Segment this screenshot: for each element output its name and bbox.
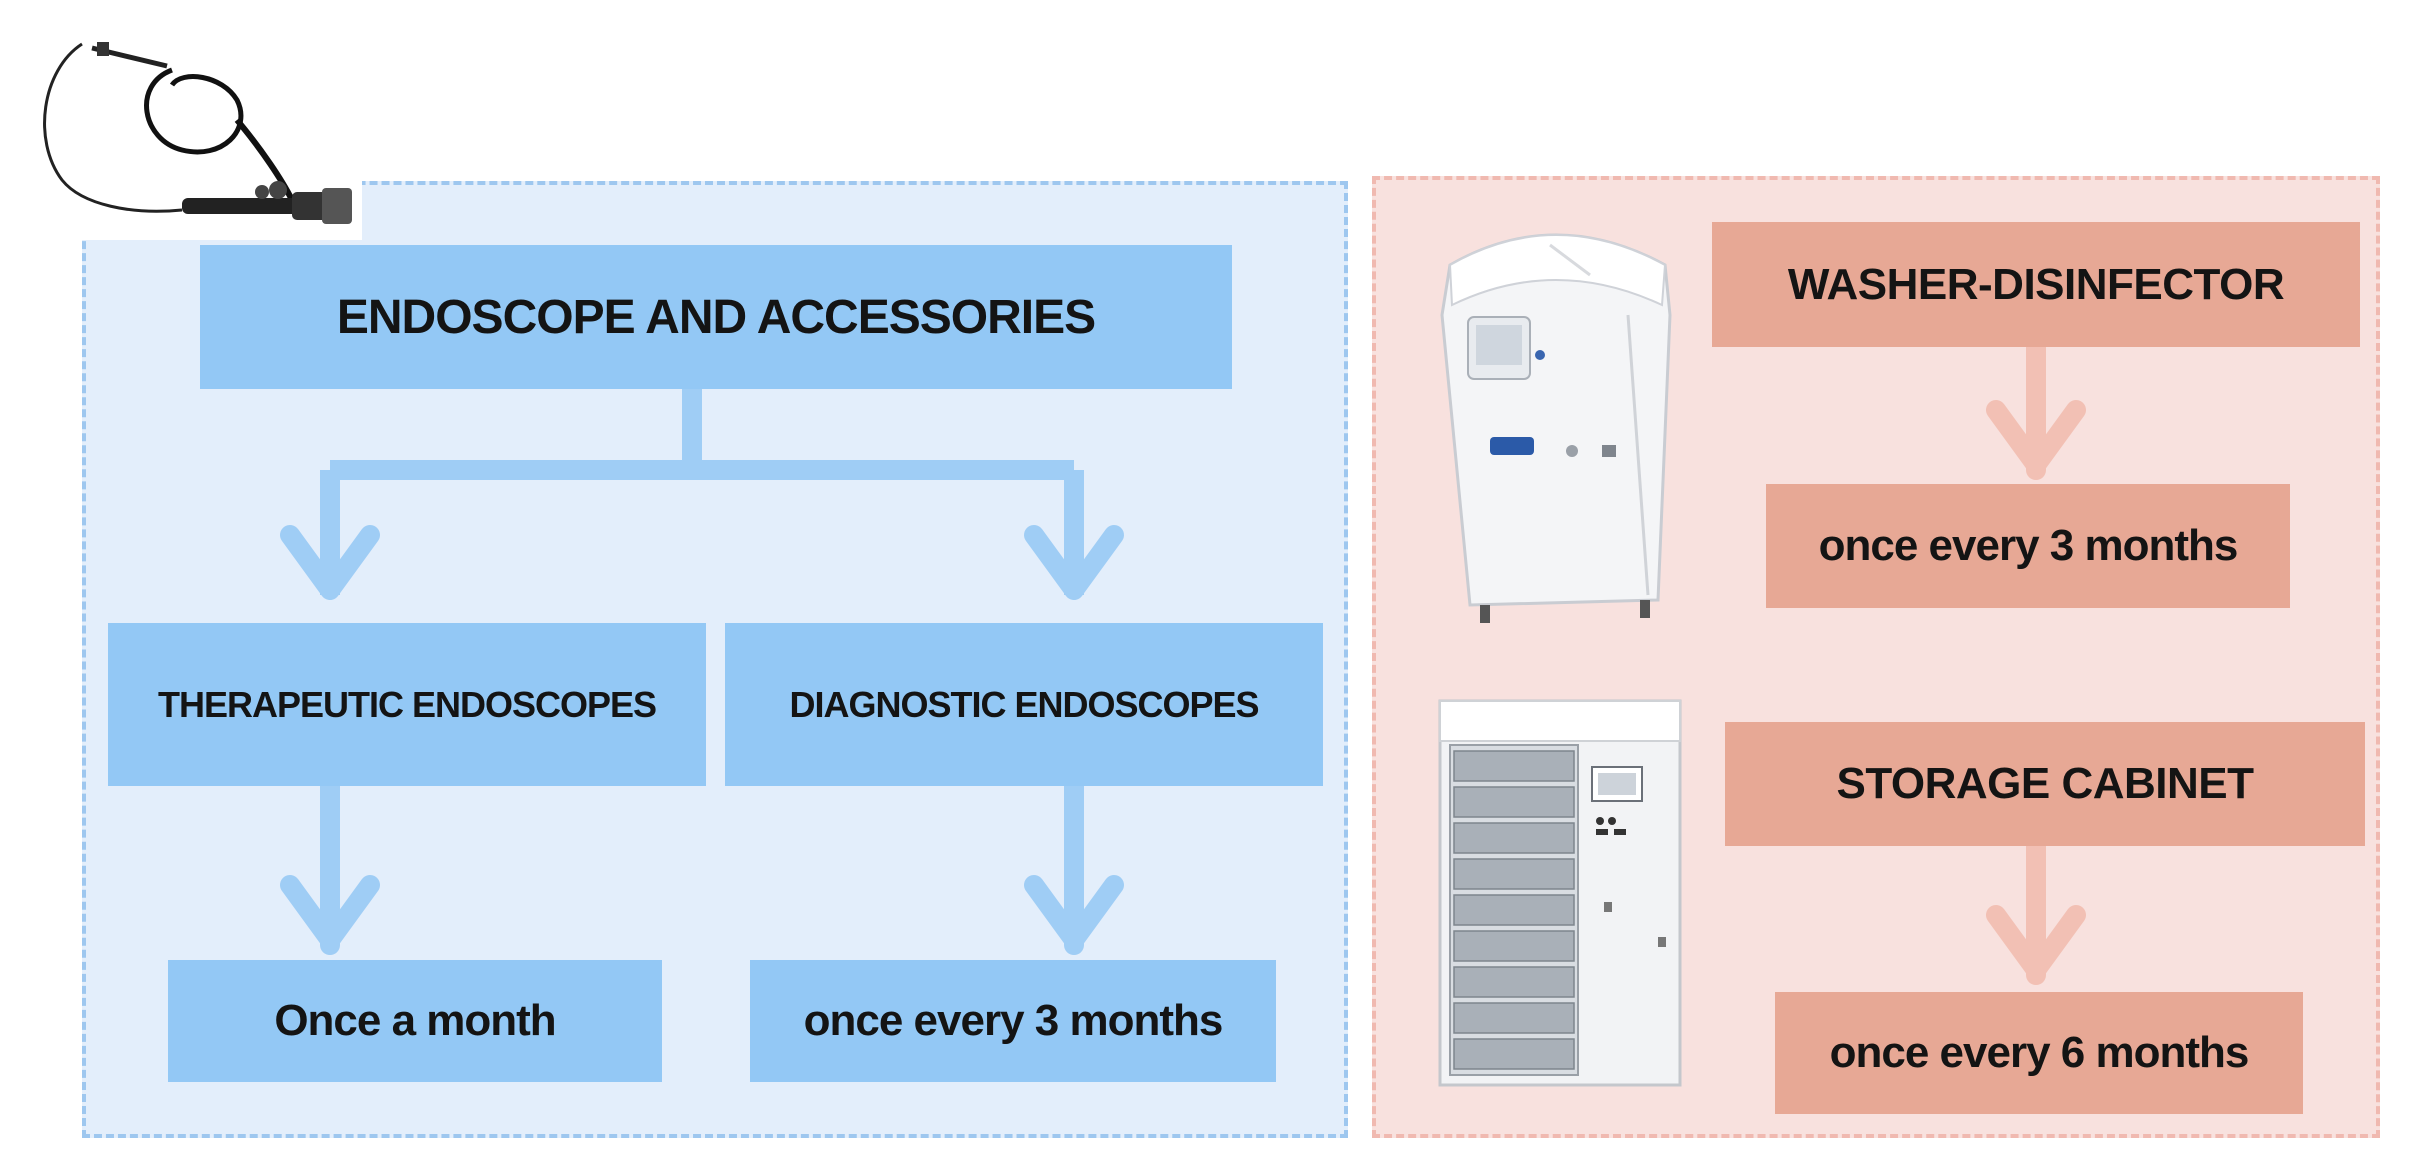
endoscope-icon — [22, 30, 362, 240]
storage-cabinet-icon — [1438, 699, 1682, 1087]
washer-frequency-label: once every 3 months — [1818, 521, 2239, 570]
washer-frequency-box: once every 3 months — [1766, 484, 2290, 608]
cabinet-frequency-box: once every 6 months — [1775, 992, 2303, 1114]
washer-disinfector-label: WASHER-DISINFECTOR — [1787, 259, 2285, 309]
therapeutic-endoscopes-box: THERAPEUTIC ENDOSCOPES — [108, 623, 706, 786]
storage-cabinet-box: STORAGE CABINET — [1725, 722, 2365, 846]
diagnostic-endoscopes-box: DIAGNOSTIC ENDOSCOPES — [725, 623, 1323, 786]
cabinet-frequency-label: once every 6 months — [1829, 1028, 2250, 1077]
diagnostic-endoscopes-label: DIAGNOSTIC ENDOSCOPES — [789, 683, 1259, 725]
therapeutic-frequency-box: Once a month — [168, 960, 662, 1082]
endoscope-accessories-label: ENDOSCOPE AND ACCESSORIES — [336, 290, 1096, 344]
endoscope-accessories-box: ENDOSCOPE AND ACCESSORIES — [200, 245, 1232, 389]
washer-disinfector-box: WASHER-DISINFECTOR — [1712, 222, 2360, 347]
diagnostic-frequency-box: once every 3 months — [750, 960, 1276, 1082]
storage-cabinet-label: STORAGE CABINET — [1836, 759, 2254, 808]
therapeutic-frequency-label: Once a month — [274, 996, 556, 1045]
diagnostic-frequency-label: once every 3 months — [803, 996, 1224, 1045]
washer-disinfector-icon — [1440, 233, 1672, 623]
therapeutic-endoscopes-label: THERAPEUTIC ENDOSCOPES — [157, 683, 657, 725]
